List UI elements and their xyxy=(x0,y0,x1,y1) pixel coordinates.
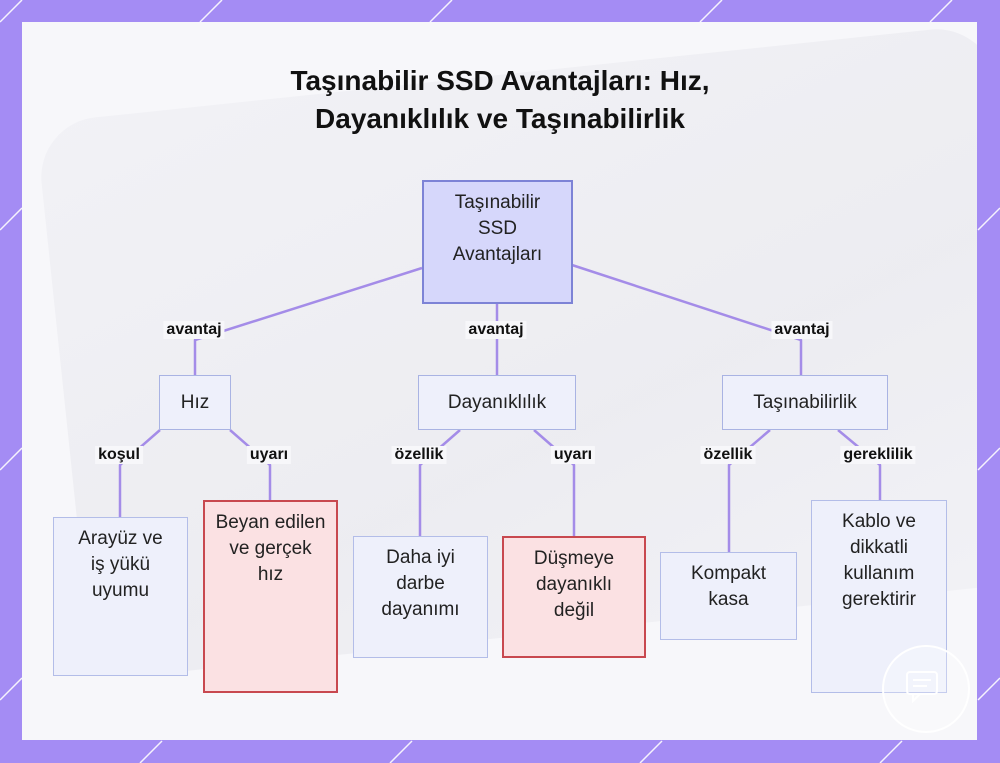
node-hiz-label: Hız xyxy=(180,391,210,413)
edge-day-darbe xyxy=(418,429,461,536)
node-darbe-label: Daha iyi darbe dayanımı xyxy=(381,547,460,620)
node-dusme-label: Düşmeye dayanıklı değil xyxy=(533,548,615,621)
node-darbe-dayanimi: Daha iyi darbe dayanımı xyxy=(353,536,488,658)
node-arayuz-uyumu: Arayüz ve iş yükü uyumu xyxy=(53,517,188,676)
edge-label-ozellik-1: özellik xyxy=(391,446,447,464)
edge-tas-kompakt xyxy=(727,429,771,552)
node-kompakt-kasa: Kompakt kasa xyxy=(660,552,797,640)
node-dayaniklilik: Dayanıklılık xyxy=(418,375,576,430)
node-dusme-degil: Düşmeye dayanıklı değil xyxy=(502,536,646,658)
edge-root-hiz xyxy=(193,266,423,375)
edge-label-uyari-2: uyarı xyxy=(550,446,596,464)
node-kompakt-label: Kompakt kasa xyxy=(691,563,766,610)
node-beyan-hiz: Beyan edilen ve gerçek hız xyxy=(203,500,338,693)
node-root-label: Taşınabilir SSD Avantajları xyxy=(452,192,543,265)
node-beyan-label: Beyan edilen ve gerçek hız xyxy=(215,512,326,585)
edge-tas-kablo xyxy=(837,429,882,500)
edge-day-dusme xyxy=(533,429,576,536)
edge-hiz-beyan xyxy=(229,429,272,500)
edge-label-avantaj-2: avantaj xyxy=(465,321,527,339)
node-dayaniklilik-label: Dayanıklılık xyxy=(447,391,547,413)
node-kablo-kullanim: Kablo ve dikkatli kullanım gerektirir xyxy=(811,500,947,693)
node-root: Taşınabilir SSD Avantajları xyxy=(422,180,573,304)
watermark-badge xyxy=(882,645,970,733)
title-line-2: Dayanıklılık ve Taşınabilirlik xyxy=(315,103,685,134)
title-line-1: Taşınabilir SSD Avantajları: Hız, xyxy=(290,65,710,96)
edge-label-kosul: koşul xyxy=(95,446,143,464)
edge-label-avantaj-1: avantaj xyxy=(163,321,225,339)
edge-label-gereklilik: gereklilik xyxy=(840,446,916,464)
node-kablo-label: Kablo ve dikkatli kullanım gerektirir xyxy=(842,511,916,610)
chat-icon xyxy=(906,671,938,704)
edge-hiz-arayuz xyxy=(118,429,161,517)
node-hiz: Hız xyxy=(159,375,231,430)
diagram-title: Taşınabilir SSD Avantajları: Hız, Dayanı… xyxy=(0,62,1000,138)
edge-root-tasinabilirlik xyxy=(571,263,803,375)
edge-label-ozellik-2: özellik xyxy=(700,446,756,464)
edge-label-avantaj-3: avantaj xyxy=(771,321,833,339)
edge-label-uyari-1: uyarı xyxy=(246,446,292,464)
node-tasinabilirlik: Taşınabilirlik xyxy=(722,375,888,430)
node-tasinabilirlik-label: Taşınabilirlik xyxy=(753,391,857,413)
node-arayuz-label: Arayüz ve iş yükü uyumu xyxy=(78,528,163,601)
